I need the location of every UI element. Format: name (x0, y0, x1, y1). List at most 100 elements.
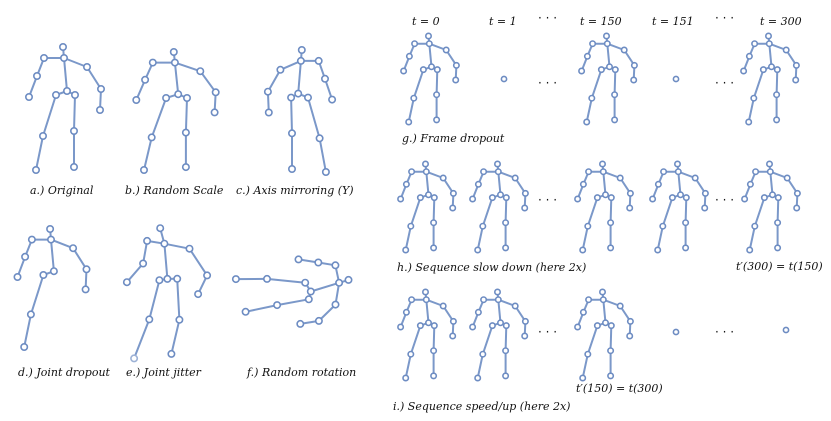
skeleton-bone (173, 61, 202, 73)
skeleton-bone (428, 42, 433, 68)
skeleton-bone (677, 170, 682, 196)
skeleton-joint (408, 296, 416, 304)
skeleton-joint (607, 219, 615, 227)
skeleton-joint (673, 160, 681, 168)
skeleton-bone (581, 225, 589, 251)
skeleton-bone (586, 196, 599, 228)
skeleton-joint (402, 308, 410, 316)
skeleton-joint (574, 323, 582, 331)
skeleton-joint (574, 195, 582, 203)
skeleton-joint (276, 65, 285, 74)
skeleton-joint (194, 290, 203, 299)
skeleton-joint (593, 322, 601, 330)
skeleton-joint (502, 322, 510, 330)
skeleton-joint (32, 72, 41, 81)
skeleton-joint (493, 288, 501, 296)
skeleton-joint (616, 302, 624, 310)
skeleton-bone (776, 196, 780, 224)
skeleton-joint (59, 53, 68, 62)
skeleton-joint (294, 255, 303, 264)
skeleton-bone (435, 68, 439, 96)
skeleton-joint (469, 323, 477, 331)
skeleton-joint (210, 108, 219, 117)
skeleton-joint (439, 174, 447, 182)
skeleton-bone (199, 70, 217, 94)
skeleton-joint (422, 296, 430, 304)
skeleton-joint (433, 116, 441, 124)
skeleton-joint (143, 236, 152, 245)
skeleton-joint (13, 272, 22, 281)
skeleton-bone (504, 196, 508, 224)
skeleton-frame-t300 (740, 32, 800, 126)
skeleton-joint (603, 40, 611, 48)
skeleton-joint (31, 166, 40, 175)
skeleton-joint (314, 258, 323, 267)
skeleton-frame-t0 (400, 32, 460, 126)
skeleton-joint (306, 287, 315, 296)
skeleton-speed-1 (397, 288, 457, 382)
skeleton-joint (630, 76, 638, 84)
skeleton-joint (421, 160, 429, 168)
skeleton-bone (609, 196, 613, 224)
skeleton-joint (626, 332, 634, 340)
skeleton-joint (424, 319, 432, 327)
skeleton-joint (616, 174, 624, 182)
skeleton-joint (741, 195, 749, 203)
skeleton-joint (173, 274, 182, 283)
skeleton-joint (231, 275, 240, 284)
skeleton-joint (83, 62, 92, 71)
skeleton-joint (521, 317, 529, 325)
skeleton-joint (773, 91, 781, 99)
skeleton-bone (290, 96, 293, 135)
skeleton-joint (599, 296, 607, 304)
skeleton-joint (583, 118, 591, 126)
skeleton-joint (745, 52, 753, 60)
skeleton-slow-2 (469, 160, 529, 254)
skeleton-joint (449, 204, 457, 212)
skeleton-joint (584, 222, 592, 230)
skeleton-bone (276, 298, 310, 307)
ellipsis-i-1: · · · (538, 325, 557, 339)
skeleton-joint (301, 278, 310, 287)
skeleton-joint (163, 274, 172, 283)
skeleton-random-scale (132, 47, 220, 175)
skeleton-bone (309, 281, 341, 293)
skeleton-joint (407, 222, 415, 230)
skeleton-joint (601, 191, 609, 199)
skeleton-joint (768, 191, 776, 199)
skeleton-joint (314, 56, 323, 65)
skeleton-speed-2 (469, 288, 529, 382)
skeleton-joint (674, 168, 682, 176)
skeleton-bone (307, 96, 321, 140)
skeleton-joint (765, 160, 773, 168)
skeleton-joint (162, 94, 171, 103)
skeleton-bone (748, 225, 756, 251)
skeleton-bone (747, 97, 755, 123)
skeleton-bone (318, 137, 327, 173)
skeleton-joint (654, 246, 662, 254)
skeleton-joint (411, 40, 419, 48)
skeleton-joint (424, 191, 432, 199)
skeleton-joint (496, 319, 504, 327)
skeleton-joint (21, 252, 30, 261)
ellipsis-h-1: · · · (538, 193, 557, 207)
skeleton-joint (474, 308, 482, 316)
skeleton-joint (397, 195, 405, 203)
skeleton-bone (50, 238, 55, 273)
ellipsis-header-1: · · · (538, 11, 557, 25)
skeleton-bone (404, 353, 412, 379)
skeleton-bone (173, 61, 180, 96)
skeleton-joint (402, 180, 410, 188)
skeleton-joint (474, 374, 482, 382)
skeleton-bone (425, 170, 430, 196)
skeleton-bone (23, 313, 32, 348)
skeleton-joint (81, 285, 90, 294)
skeleton-joint (701, 189, 709, 197)
skeleton-joint (400, 67, 408, 75)
skeleton-joint (792, 61, 800, 69)
skeleton-joint (139, 259, 148, 268)
skeleton-joint (480, 168, 488, 176)
dropped-frame-t1 (500, 75, 508, 83)
skeleton-joint (294, 89, 303, 98)
skeleton-joint (502, 372, 510, 380)
